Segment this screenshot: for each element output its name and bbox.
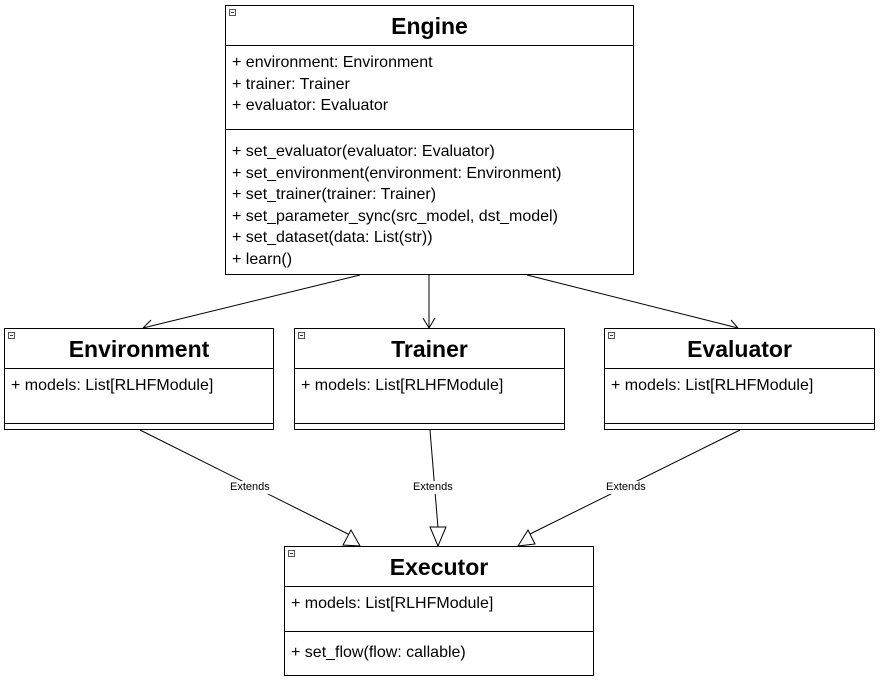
environment-class-header: Environment xyxy=(5,329,273,369)
engine-method-set-dataset: + set_dataset(data: List(str)) xyxy=(232,229,433,246)
trainer-methods xyxy=(295,424,564,429)
engine-method-set-parameter-sync: + set_parameter_sync(src_model, dst_mode… xyxy=(232,207,558,225)
environment-extends-triangle xyxy=(342,528,361,547)
collapse-icon[interactable] xyxy=(298,332,305,339)
engine-attributes: + environment: Environment + trainer: Tr… xyxy=(226,46,633,130)
engine-method-set-environment: + set_environment(environment: Environme… xyxy=(232,164,562,182)
engine-method-set-trainer: + set_trainer(trainer: Trainer) xyxy=(232,186,437,203)
evaluator-class-header: Evaluator xyxy=(605,329,874,369)
collapse-icon[interactable] xyxy=(288,550,295,557)
executor-methods: + set_flow(flow: callable) xyxy=(285,632,593,664)
engine-method-learn: + learn() xyxy=(232,250,293,268)
executor-attributes: + models: List[RLHFModule] xyxy=(285,587,593,632)
collapse-icon[interactable] xyxy=(229,9,236,16)
engine-attribute-evaluator: + evaluator: Evaluator xyxy=(232,97,389,114)
evaluator-methods xyxy=(605,424,874,429)
trainer-class-name: Trainer xyxy=(391,336,468,362)
executor-class-header: Executor xyxy=(285,547,593,587)
environment-class[interactable]: Environment + models: List[RLHFModule] xyxy=(4,328,274,430)
executor-attribute-models: + models: List[RLHFModule] xyxy=(291,595,494,612)
engine-to-environment-line xyxy=(142,274,361,329)
engine-attribute-trainer: + trainer: Trainer xyxy=(232,75,350,93)
trainer-extends-label: Extends xyxy=(412,481,454,494)
engine-to-evaluator-line xyxy=(526,274,739,329)
executor-method-set-flow: + set_flow(flow: callable) xyxy=(291,644,466,661)
evaluator-class-name: Evaluator xyxy=(687,336,792,362)
trainer-class-header: Trainer xyxy=(295,329,564,369)
trainer-extends-line xyxy=(429,429,439,529)
executor-class-name: Executor xyxy=(389,554,489,580)
engine-method-set-evaluator: + set_evaluator(evaluator: Evaluator) xyxy=(232,143,495,160)
evaluator-extends-triangle xyxy=(517,528,536,547)
engine-class-name: Engine xyxy=(391,13,468,39)
trainer-attribute-models: + models: List[RLHFModule] xyxy=(301,377,504,394)
engine-methods: + set_evaluator(evaluator: Evaluator) + … xyxy=(226,130,633,270)
environment-methods xyxy=(5,424,273,429)
evaluator-class[interactable]: Evaluator + models: List[RLHFModule] xyxy=(604,328,875,430)
environment-attributes: + models: List[RLHFModule] xyxy=(5,369,273,424)
engine-class-header: Engine xyxy=(226,6,633,46)
trainer-attributes: + models: List[RLHFModule] xyxy=(295,369,564,424)
evaluator-attributes: + models: List[RLHFModule] xyxy=(605,369,874,424)
engine-class[interactable]: Engine + environment: Environment + trai… xyxy=(225,5,634,275)
trainer-extends-triangle xyxy=(429,526,447,548)
engine-attribute-environment: + environment: Environment xyxy=(232,54,433,71)
evaluator-extends-label: Extends xyxy=(605,481,647,494)
environment-extends-label: Extends xyxy=(229,481,271,494)
executor-class[interactable]: Executor + models: List[RLHFModule] + se… xyxy=(284,546,594,676)
environment-class-name: Environment xyxy=(68,336,210,362)
evaluator-attribute-models: + models: List[RLHFModule] xyxy=(611,377,814,394)
collapse-icon[interactable] xyxy=(8,332,15,339)
trainer-class[interactable]: Trainer + models: List[RLHFModule] xyxy=(294,328,565,430)
collapse-icon[interactable] xyxy=(608,332,615,339)
environment-attribute-models: + models: List[RLHFModule] xyxy=(11,377,214,394)
